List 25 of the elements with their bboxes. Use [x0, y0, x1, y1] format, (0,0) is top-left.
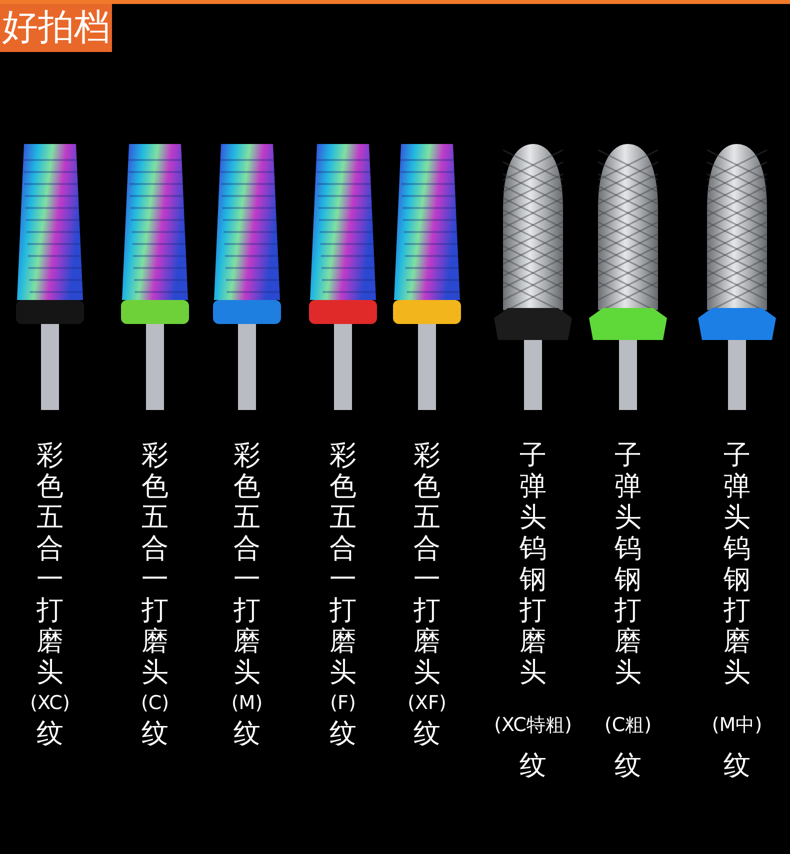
texture-label: 纹: [414, 718, 440, 750]
texture-label: 纹: [36, 718, 64, 750]
product-name: 子弹头钨钢打磨头: [520, 440, 546, 688]
product-name: 子弹头钨钢打磨头: [724, 440, 750, 688]
product-name: 彩色五合一打磨头: [142, 440, 168, 688]
grit-grade: (XC): [30, 691, 70, 716]
product-name: 彩色五合一打磨头: [36, 440, 64, 688]
product-name: 彩色五合一打磨头: [234, 440, 260, 688]
grit-grade: (C): [140, 691, 170, 716]
texture-label: 纹: [614, 750, 642, 782]
grit-grade: (C粗): [604, 713, 652, 738]
section-title: 好拍档: [0, 4, 112, 52]
grit-grade: (M中): [712, 713, 762, 738]
grit-grade: (XF): [408, 691, 446, 716]
grit-grade: (F): [330, 691, 356, 716]
texture-label: 纹: [520, 750, 546, 782]
product-name: 彩色五合一打磨头: [330, 440, 356, 688]
product-name: 彩色五合一打磨头: [414, 440, 440, 688]
grit-grade: (XC特粗): [494, 713, 572, 738]
texture-label: 纹: [142, 718, 168, 750]
product-name: 子弹头钨钢打磨头: [614, 440, 642, 688]
texture-label: 纹: [234, 718, 260, 750]
texture-label: 纹: [330, 718, 356, 750]
grit-grade: (M): [231, 691, 263, 716]
texture-label: 纹: [724, 750, 750, 782]
